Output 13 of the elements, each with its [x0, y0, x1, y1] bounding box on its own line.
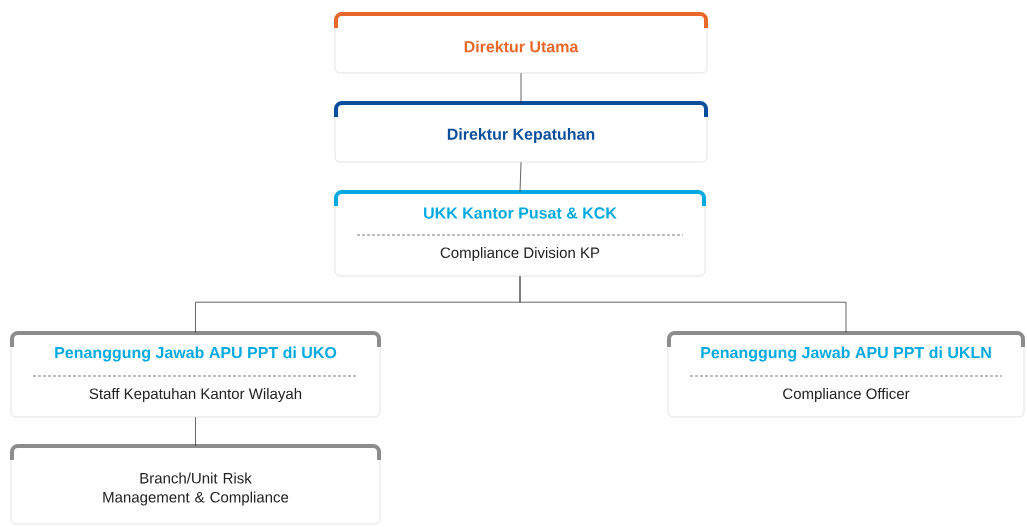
title: Direktur Utama [464, 40, 579, 53]
title: Direktur Kepatuhan [447, 128, 595, 143]
title: UKK Kantor Pusat & KCK [424, 207, 617, 219]
connector-line [195, 416, 196, 447]
title: Penanggung Jawab APU PPT di UKLN [701, 346, 991, 362]
title: Penanggung Jawab APU PPT di UKO [55, 346, 337, 362]
unit-name: Branch/Unit Risk Management & Compliance [103, 472, 289, 506]
connector-line [520, 72, 522, 104]
connector-line [519, 161, 522, 193]
connector-line [519, 275, 847, 334]
unit-name: Compliance Officer [783, 388, 910, 402]
unit-name: Staff Kepatuhan Kantor Wilayah [89, 388, 302, 402]
unit-name: Compliance Division KP [440, 247, 600, 261]
